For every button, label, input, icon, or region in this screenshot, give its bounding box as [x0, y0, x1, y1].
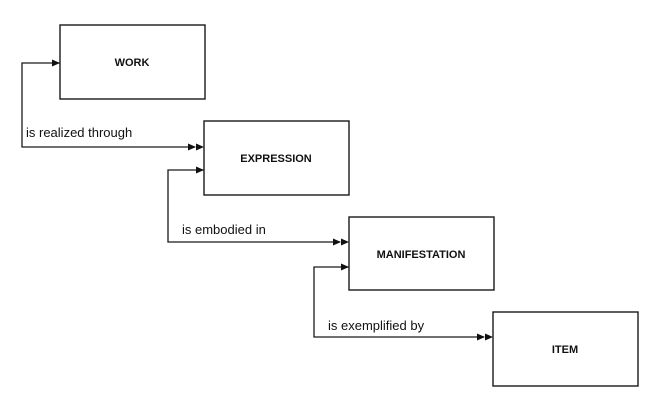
entity-box-expression	[203, 120, 350, 196]
relationship-expression-manifestation: is embodied in	[167, 166, 349, 246]
entity-label-manifestation: MANIFESTATION	[377, 249, 466, 261]
relationship-label-exemplified: is exemplified by	[328, 318, 425, 333]
relationship-work-expression: is realized through	[21, 59, 204, 151]
entity-box-item	[492, 311, 639, 387]
relationship-label-realized: is realized through	[26, 125, 132, 140]
entity-label-work: WORK	[115, 57, 150, 69]
entity-label-item: ITEM	[552, 344, 578, 356]
entity-box-manifestation	[348, 216, 495, 291]
arrowhead-expression-2	[196, 143, 204, 151]
arrowhead-work-return	[52, 59, 60, 67]
arrowhead-expression-return	[196, 166, 204, 174]
entity-label-expression: EXPRESSION	[240, 153, 312, 165]
entity-manifestation: MANIFESTATION	[348, 216, 495, 291]
arrowhead-manifestation-1	[333, 238, 341, 246]
arrowhead-item-1	[477, 333, 485, 341]
connector-manifestation-item	[313, 266, 484, 338]
relationship-label-embodied: is embodied in	[182, 222, 266, 237]
connector-work-expression	[21, 62, 195, 148]
entity-box-work	[59, 24, 206, 100]
entity-expression: EXPRESSION	[203, 120, 350, 196]
connector-expression-manifestation	[167, 169, 340, 243]
entity-work: WORK	[59, 24, 206, 100]
arrowhead-expression-1	[188, 143, 196, 151]
arrowhead-manifestation-2	[341, 238, 349, 246]
arrowhead-item-2	[485, 333, 493, 341]
entity-item: ITEM	[492, 311, 639, 387]
arrowhead-manifestation-return	[341, 263, 349, 271]
relationship-manifestation-item: is exemplified by	[313, 263, 493, 341]
